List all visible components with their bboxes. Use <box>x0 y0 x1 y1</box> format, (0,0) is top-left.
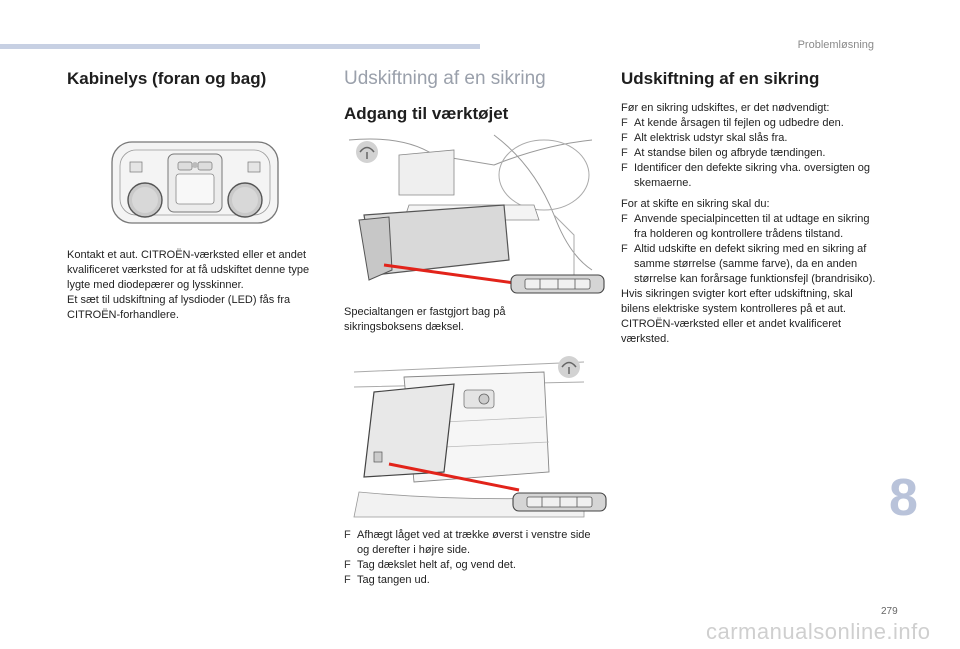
watermark: carmanualsonline.info <box>706 619 931 644</box>
chapter-number: 8 <box>889 469 918 527</box>
cabin-light-paragraph-1: Kontakt et aut. CITROËN-værksted eller e… <box>67 249 310 291</box>
fuse-section-title-light: Udskiftning af en sikring <box>344 68 546 89</box>
bullet-marker: F <box>621 213 628 225</box>
warning-outro: Hvis sikringen svigter kort efter udskif… <box>621 288 853 345</box>
tool-access-subtitle: Adgang til værktøjet <box>344 104 509 123</box>
bullet-marker: F <box>621 132 628 144</box>
bullet-marker: F <box>344 529 351 541</box>
page-number: 279 <box>881 606 898 617</box>
procedure-intro: For at skifte en sikring skal du: <box>621 198 770 210</box>
bullet-marker: F <box>344 574 351 586</box>
header-accent-bar <box>0 44 480 49</box>
bullet-marker: F <box>621 117 628 129</box>
bullet-marker: F <box>621 147 628 159</box>
fuse-pliers-illustration-2 <box>512 492 607 512</box>
cabin-light-paragraph-2: Et sæt til udskiftning af lysdioder (LED… <box>67 294 291 321</box>
bullet-marker: F <box>621 243 628 255</box>
fuse-pliers-illustration-1 <box>510 274 605 294</box>
cabin-light-title: Kabinelys (foran og bag) <box>67 69 267 88</box>
fuse-replacement-title: Udskiftning af en sikring <box>621 69 820 88</box>
bullet-marker: F <box>344 559 351 571</box>
bullet-marker: F <box>621 162 628 174</box>
pliers-caption: Specialtangen er fastgjort bag på sikrin… <box>344 306 506 333</box>
cabin-light-illustration <box>111 141 279 224</box>
section-header: Problemløsning <box>797 39 874 51</box>
prerequisites-intro: Før en sikring udskiftes, er det nødvend… <box>621 102 830 114</box>
